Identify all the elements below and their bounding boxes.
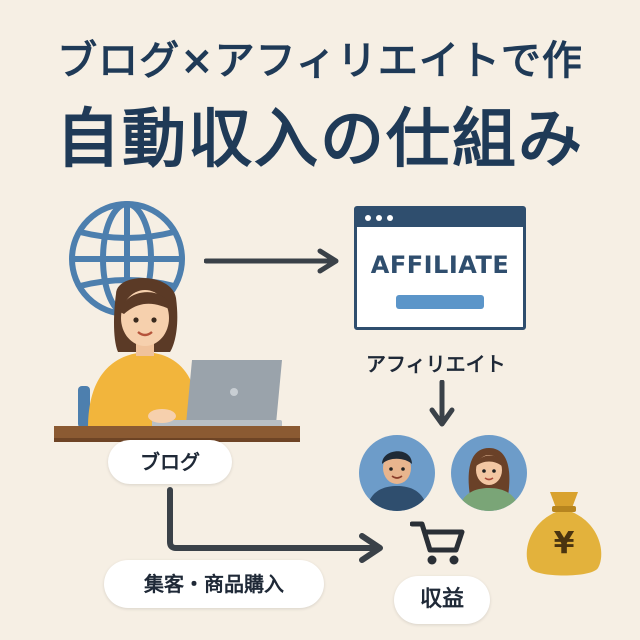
affiliate-heading: AFFILIATE — [370, 251, 510, 279]
arrow-down-icon — [429, 380, 455, 427]
affiliate-caption: アフィリエイト — [366, 352, 506, 376]
window-dot-icon — [376, 215, 382, 221]
money-bag-icon — [526, 492, 602, 576]
window-dot-icon — [387, 215, 393, 221]
shopping-cart-icon — [410, 521, 465, 565]
revenue-label: 収益 — [394, 576, 490, 624]
chair-back — [78, 386, 90, 428]
window-dot-icon — [365, 215, 371, 221]
arrow-elbow-icon — [167, 487, 383, 563]
sweater — [88, 352, 198, 428]
affiliate-browser-window: AFFILIATE — [354, 206, 526, 330]
title-line-1: ブログ×アフィリエイトで作 — [57, 38, 583, 84]
customer-woman-avatar — [451, 435, 527, 511]
customer-man-avatar — [359, 435, 435, 511]
browser-title-bar — [357, 209, 523, 227]
yen-symbol: ¥ — [553, 526, 575, 561]
collect-purchase-label: 集客・商品購入 — [104, 560, 324, 608]
arrow-right-icon — [204, 248, 339, 274]
desk — [54, 426, 300, 440]
title-line-2: 自動収入の仕組み — [56, 103, 584, 177]
blogger-illustration — [54, 277, 300, 442]
affiliate-link-button — [396, 295, 484, 309]
blog-label: ブログ — [108, 440, 232, 484]
